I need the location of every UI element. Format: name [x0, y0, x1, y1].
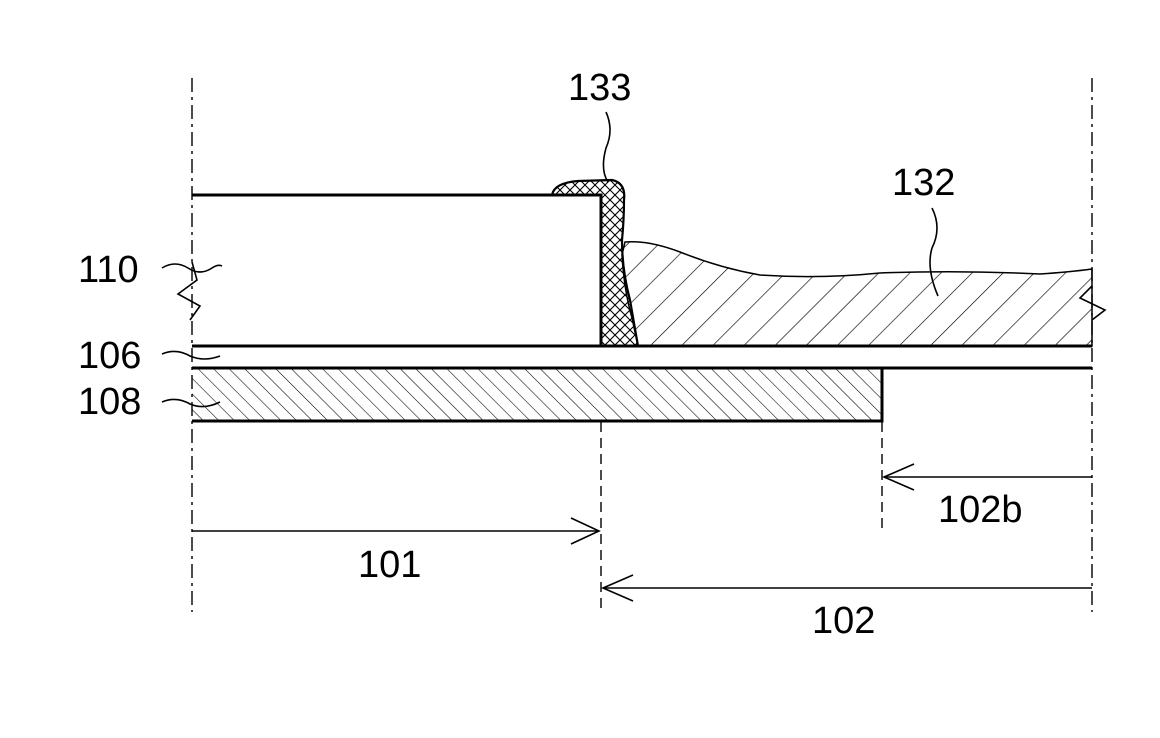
label-106: 106: [78, 335, 141, 377]
leader-106: [162, 351, 220, 359]
label-132: 132: [892, 162, 955, 204]
break-mark-left: [178, 262, 200, 320]
label-102: 102: [812, 600, 875, 642]
layer-110-outline: [192, 195, 601, 346]
layer-108: [192, 368, 882, 421]
label-108: 108: [78, 381, 141, 423]
label-101: 101: [358, 544, 421, 586]
layer-132: [622, 242, 1092, 346]
leader-133: [603, 112, 610, 182]
label-133: 133: [568, 67, 631, 109]
label-110: 110: [78, 249, 139, 291]
label-102b: 102b: [938, 489, 1023, 531]
